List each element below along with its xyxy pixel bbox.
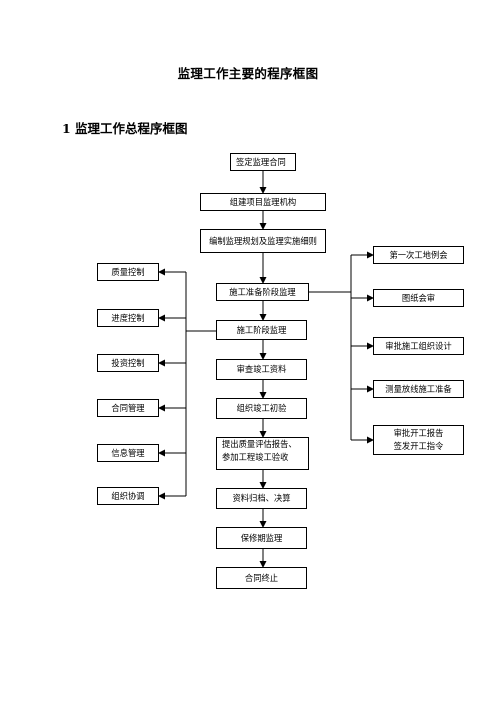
step-plan-and-rules: 编制监理规划及监理实施细则 (200, 229, 326, 253)
start-approval-line-2: 签发开工指令 (393, 441, 444, 451)
step-review-completion-docs: 审查竣工资料 (216, 359, 307, 380)
control-schedule: 进度控制 (97, 309, 159, 327)
step-quality-report: 提出质量评估报告、 参加工程竣工验收 (216, 437, 309, 470)
step-preliminary-inspection: 组织竣工初验 (216, 398, 307, 419)
prep-first-site-meeting: 第一次工地例会 (373, 246, 464, 264)
control-investment: 投资控制 (97, 354, 159, 372)
prep-survey-and-setup: 测量放线施工准备 (373, 380, 464, 398)
section-heading: 1 监理工作总程序框图 (62, 121, 188, 136)
prep-drawing-review: 图纸会审 (373, 289, 464, 307)
step-sign-contract: 签定监理合同 (230, 153, 296, 171)
control-coordination: 组织协调 (97, 487, 159, 505)
step-archive-settlement: 资料归档、决算 (216, 488, 307, 509)
step-preparation-phase: 施工准备阶段监理 (216, 283, 309, 301)
step-build-organization: 组建项目监理机构 (200, 193, 326, 211)
step-contract-termination: 合同终止 (216, 567, 307, 589)
document-title: 监理工作主要的程序框图 (177, 66, 319, 81)
quality-report-line-1: 提出质量评估报告、 (222, 439, 297, 449)
control-quality: 质量控制 (97, 263, 159, 281)
control-contract: 合同管理 (97, 399, 159, 417)
quality-report-line-2: 参加工程竣工验收 (222, 452, 289, 462)
step-warranty-period: 保修期监理 (216, 527, 307, 549)
control-information: 信息管理 (97, 444, 159, 462)
step-construction-phase: 施工阶段监理 (216, 320, 307, 340)
prep-start-approval: 审批开工报告 签发开工指令 (373, 425, 464, 455)
start-approval-line-1: 审批开工报告 (393, 428, 444, 438)
prep-approve-construction-design: 审批施工组织设计 (373, 337, 464, 355)
